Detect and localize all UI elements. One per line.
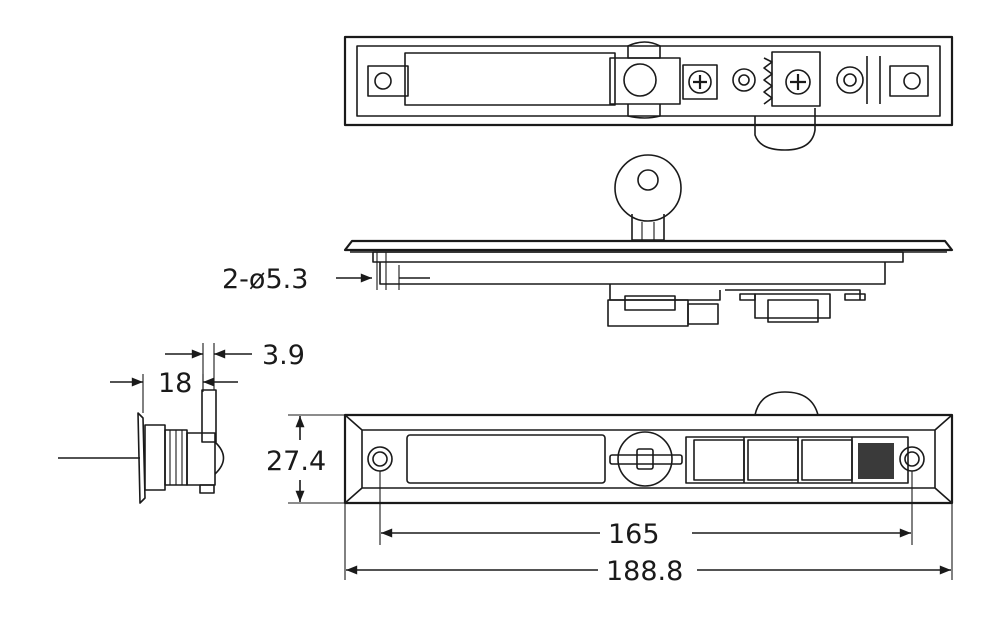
keyhole <box>617 431 673 487</box>
depth-dimension: 18 <box>158 368 192 399</box>
end-view: 3.9 18 <box>58 340 305 504</box>
overall-length-dimension: 188.8 <box>606 556 683 587</box>
screw-1 <box>688 70 712 94</box>
key-head <box>614 154 682 222</box>
top-right-hole <box>903 72 921 90</box>
screw-2 <box>785 69 811 95</box>
dark-button <box>858 443 894 479</box>
thickness-dimension: 3.9 <box>262 340 305 371</box>
side-view: 2-ø5.3 <box>222 154 954 327</box>
hole-callout-label: 2-ø5.3 <box>222 264 308 295</box>
top-left-hole <box>374 72 392 90</box>
front-left-hole <box>367 446 393 472</box>
height-dimension: 27.4 <box>266 446 326 477</box>
front-right-hole <box>899 446 925 472</box>
front-view: 27.4 165 188.8 <box>266 391 954 587</box>
top-view <box>343 35 954 151</box>
hole-spacing-dimension: 165 <box>608 519 660 550</box>
